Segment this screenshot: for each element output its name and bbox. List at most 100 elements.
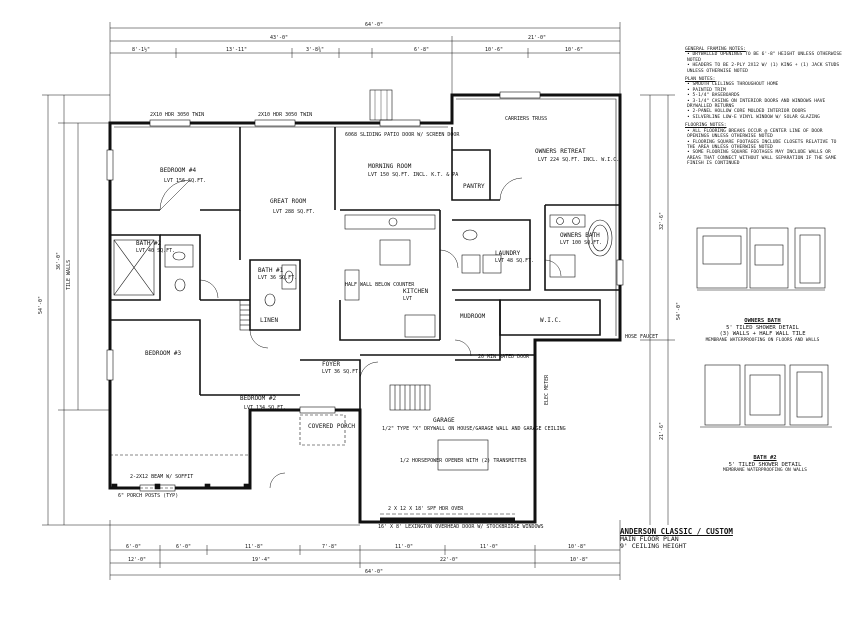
dim-right-3: 21'-6" <box>659 422 665 440</box>
room-great-room-name: GREAT ROOM <box>270 198 307 205</box>
room-bedroom-4-area: LVT 156 SQ.FT. <box>164 178 206 184</box>
room-linen-name: LINEN <box>260 317 278 324</box>
garage-drywall-note: 1/2" TYPE "X" DRYWALL ON HOUSE/GARAGE WA… <box>382 426 566 432</box>
dim-top-sub-3: 3'-8¾" <box>306 47 324 53</box>
flooring-note: • FLOORING SQUARE FOOTAGES INCLUDE CLOSE… <box>687 139 837 150</box>
dim-overall-bottom: 64'-0" <box>365 569 383 575</box>
flooring-note: • SOME FLOORING SQUARE FOOTAGES MAY INCL… <box>687 150 837 167</box>
room-pantry-name: PANTRY <box>463 183 485 190</box>
right-dimension-lines <box>640 94 675 525</box>
dim-left-sub: 36'-0" <box>56 252 62 270</box>
label-garage-opener: 1/2 HORSEPOWER OPENER WITH (2) TRANSMITT… <box>400 458 527 464</box>
dim-bottom-3: 22'-0" <box>440 557 458 563</box>
plan-notes-title: PLAN NOTES: <box>685 77 716 83</box>
dim-right-1: 32'-6" <box>659 212 665 230</box>
plan-note: • SMOOTH CEILINGS THROUGHOUT HOME <box>687 82 779 88</box>
label-window-top-2: 2X10 HDR 3050 TWIN <box>258 112 312 118</box>
label-garage-door: 16' X 8' LEXINGTON OVERHEAD DOOR W/ STOC… <box>378 524 544 530</box>
label-tile-walls: TILE WALLS <box>66 260 72 290</box>
room-kitchen-name: KITCHEN <box>403 288 429 295</box>
label-window-top-1: 2X10 HDR 3050 TWIN <box>150 112 204 118</box>
room-covered-porch-name: COVERED PORCH <box>308 423 355 430</box>
room-area-label: LVT 100 SQ.FT. <box>560 240 602 246</box>
room-bedroom-4-name: BEDROOM #4 <box>160 167 197 174</box>
fixtures <box>113 214 613 411</box>
plan-ceiling-height: 9' CEILING HEIGHT <box>620 542 687 550</box>
dim-top-sub-6: 10'-6" <box>565 47 583 53</box>
room-bedroom-3-name: BEDROOM #3 <box>145 350 182 357</box>
dim-top-sub-5: 10'-6" <box>485 47 503 53</box>
title-block: ANDERSON CLASSIC / CUSTOM MAIN FLOOR PLA… <box>620 528 740 551</box>
plan-note: • SILVERLINE LOW-E VINYL WINDOW W/ SOLAR… <box>687 114 820 120</box>
dim-bottom-sub-1: 6'-0" <box>126 544 141 550</box>
dim-top-sub-4: 6'-8" <box>414 47 429 53</box>
plan-note: • PAINTED TRIM <box>687 87 726 93</box>
label-hose-faucet: HOSE FAUCET <box>625 334 658 340</box>
dim-bottom-sub-5: 11'-0" <box>395 544 413 550</box>
dim-bottom-sub-6: 11'-0" <box>480 544 498 550</box>
room-wic-name: W.I.C. <box>540 317 562 324</box>
room-bedroom-2-area: LVT 134 SQ.FT. <box>244 405 286 411</box>
top-dimension-lines <box>109 22 621 123</box>
dim-bottom-4: 10'-8" <box>570 557 588 563</box>
room-owners-bath-name: OWNERS BATH <box>560 232 600 239</box>
room-foyer-name: FOYER <box>322 361 340 368</box>
dim-bottom-2: 19'-4" <box>252 557 270 563</box>
label-sliding-door: 6068 SLIDING PATIO DOOR W/ SCREEN DOOR <box>345 132 460 138</box>
label-half-wall: HALF WALL BELOW COUNTER <box>345 282 415 288</box>
flooring-note: • ALL FLOORING BREAKS OCCUR @ CENTER LIN… <box>687 128 823 140</box>
room-bedroom-2-name: BEDROOM #2 <box>240 395 277 402</box>
dim-top-1: 43'-0" <box>270 35 288 41</box>
label-porch-beam: 2-2X12 BEAM W/ SOFFIT <box>130 474 193 480</box>
door-swings <box>159 177 562 489</box>
room-owners-retreat-name: OWNERS RETREAT <box>535 148 586 155</box>
bath-2-detail-title: BATH #2 <box>753 455 777 461</box>
label-fire-door: 20 MIN RATED DOOR <box>478 354 530 360</box>
room-area-label: LVT 48 SQ.FT. <box>495 258 534 264</box>
bath-2-detail-caption: BATH #2 5' TILED SHOWER DETAIL MEMBRANE … <box>700 455 830 475</box>
room-laundry-name: LAUNDRY <box>495 250 521 257</box>
bath-2-shower-detail <box>700 364 832 428</box>
interior-walls <box>110 127 620 410</box>
dim-overall-top: 64'-0" <box>365 22 383 28</box>
dim-top-2: 21'-0" <box>528 35 546 41</box>
room-area-label: LVT 224 SQ.FT. INCL. W.I.C. <box>538 157 619 163</box>
dim-right-2: 54'-0" <box>676 302 682 320</box>
room-area-label: LVT 150 SQ.FT. INCL. K.T. & PA <box>368 172 458 178</box>
owners-bath-detail-note: MEMBRANE WATERPROOFING ON FLOORS AND WAL… <box>705 337 820 343</box>
dim-bottom-sub-7: 10'-8" <box>568 544 586 550</box>
plan-note: • 3-1/4" CASING ON INTERIOR DOORS AND WI… <box>687 98 826 110</box>
room-morning-room-name: MORNING ROOM <box>368 163 412 170</box>
flooring-notes-title: FLOORING NOTES: <box>685 123 727 129</box>
general-notes-title: GENERAL FRAMING NOTES: <box>685 47 746 52</box>
room-great-room-area: LVT 288 SQ.FT. <box>273 209 315 215</box>
room-area-label: LVT 36 SQ.FT. <box>322 369 361 375</box>
bath-2-detail-note: MEMBRANE WATERPROOFING ON WALLS <box>723 468 807 473</box>
room-bath-2-name: BATH #2 <box>136 240 162 247</box>
label-garage-header: 2 X 12 X 18' SPF HDR OVER <box>388 506 464 512</box>
general-note: • DRYWALLED OPENINGS TO BE 6'-8" HEIGHT … <box>687 52 842 63</box>
room-garage-name: GARAGE <box>433 417 455 424</box>
dim-bottom-sub-4: 7'-8" <box>322 544 337 550</box>
room-bath-1-name: BATH #1 <box>258 267 284 274</box>
owners-bath-detail-sub2: (3) WALLS + HALF WALL TILE <box>719 331 806 337</box>
garage-door <box>380 513 515 521</box>
dim-bottom-1: 12'-0" <box>128 557 146 563</box>
owners-bath-detail-title: OWNERS BATH <box>744 318 781 324</box>
owners-bath-shower-detail <box>696 227 826 291</box>
plan-subtitle: MAIN FLOOR PLAN <box>620 534 679 543</box>
garage-opener-box <box>437 439 489 471</box>
general-note: • HEADERS TO BE 2-PLY 2X12 W/ (1) KING +… <box>687 63 840 74</box>
dim-top-sub-2: 13'-11" <box>226 47 247 53</box>
room-mudroom-name: MUDROOM <box>460 313 486 320</box>
bath-2-detail-sub: 5' TILED SHOWER DETAIL <box>728 461 802 468</box>
left-dimension-lines <box>42 94 360 526</box>
room-area-label: LVT 36 SQ.FT. <box>258 275 297 281</box>
dim-top-sub-1: 8'-1½" <box>132 46 150 53</box>
dim-bottom-sub-2: 6'-0" <box>176 544 191 550</box>
label-porch-posts: 6" PORCH POSTS (TYP) <box>118 493 178 499</box>
dim-left-overall: 54'-0" <box>38 296 44 314</box>
label-carriers-truss: CARRIERS TRUSS <box>505 116 547 122</box>
plan-title: ANDERSON CLASSIC / CUSTOM <box>620 527 733 536</box>
framing-notes: GENERAL FRAMING NOTES: • DRYWALLED OPENI… <box>685 44 845 167</box>
